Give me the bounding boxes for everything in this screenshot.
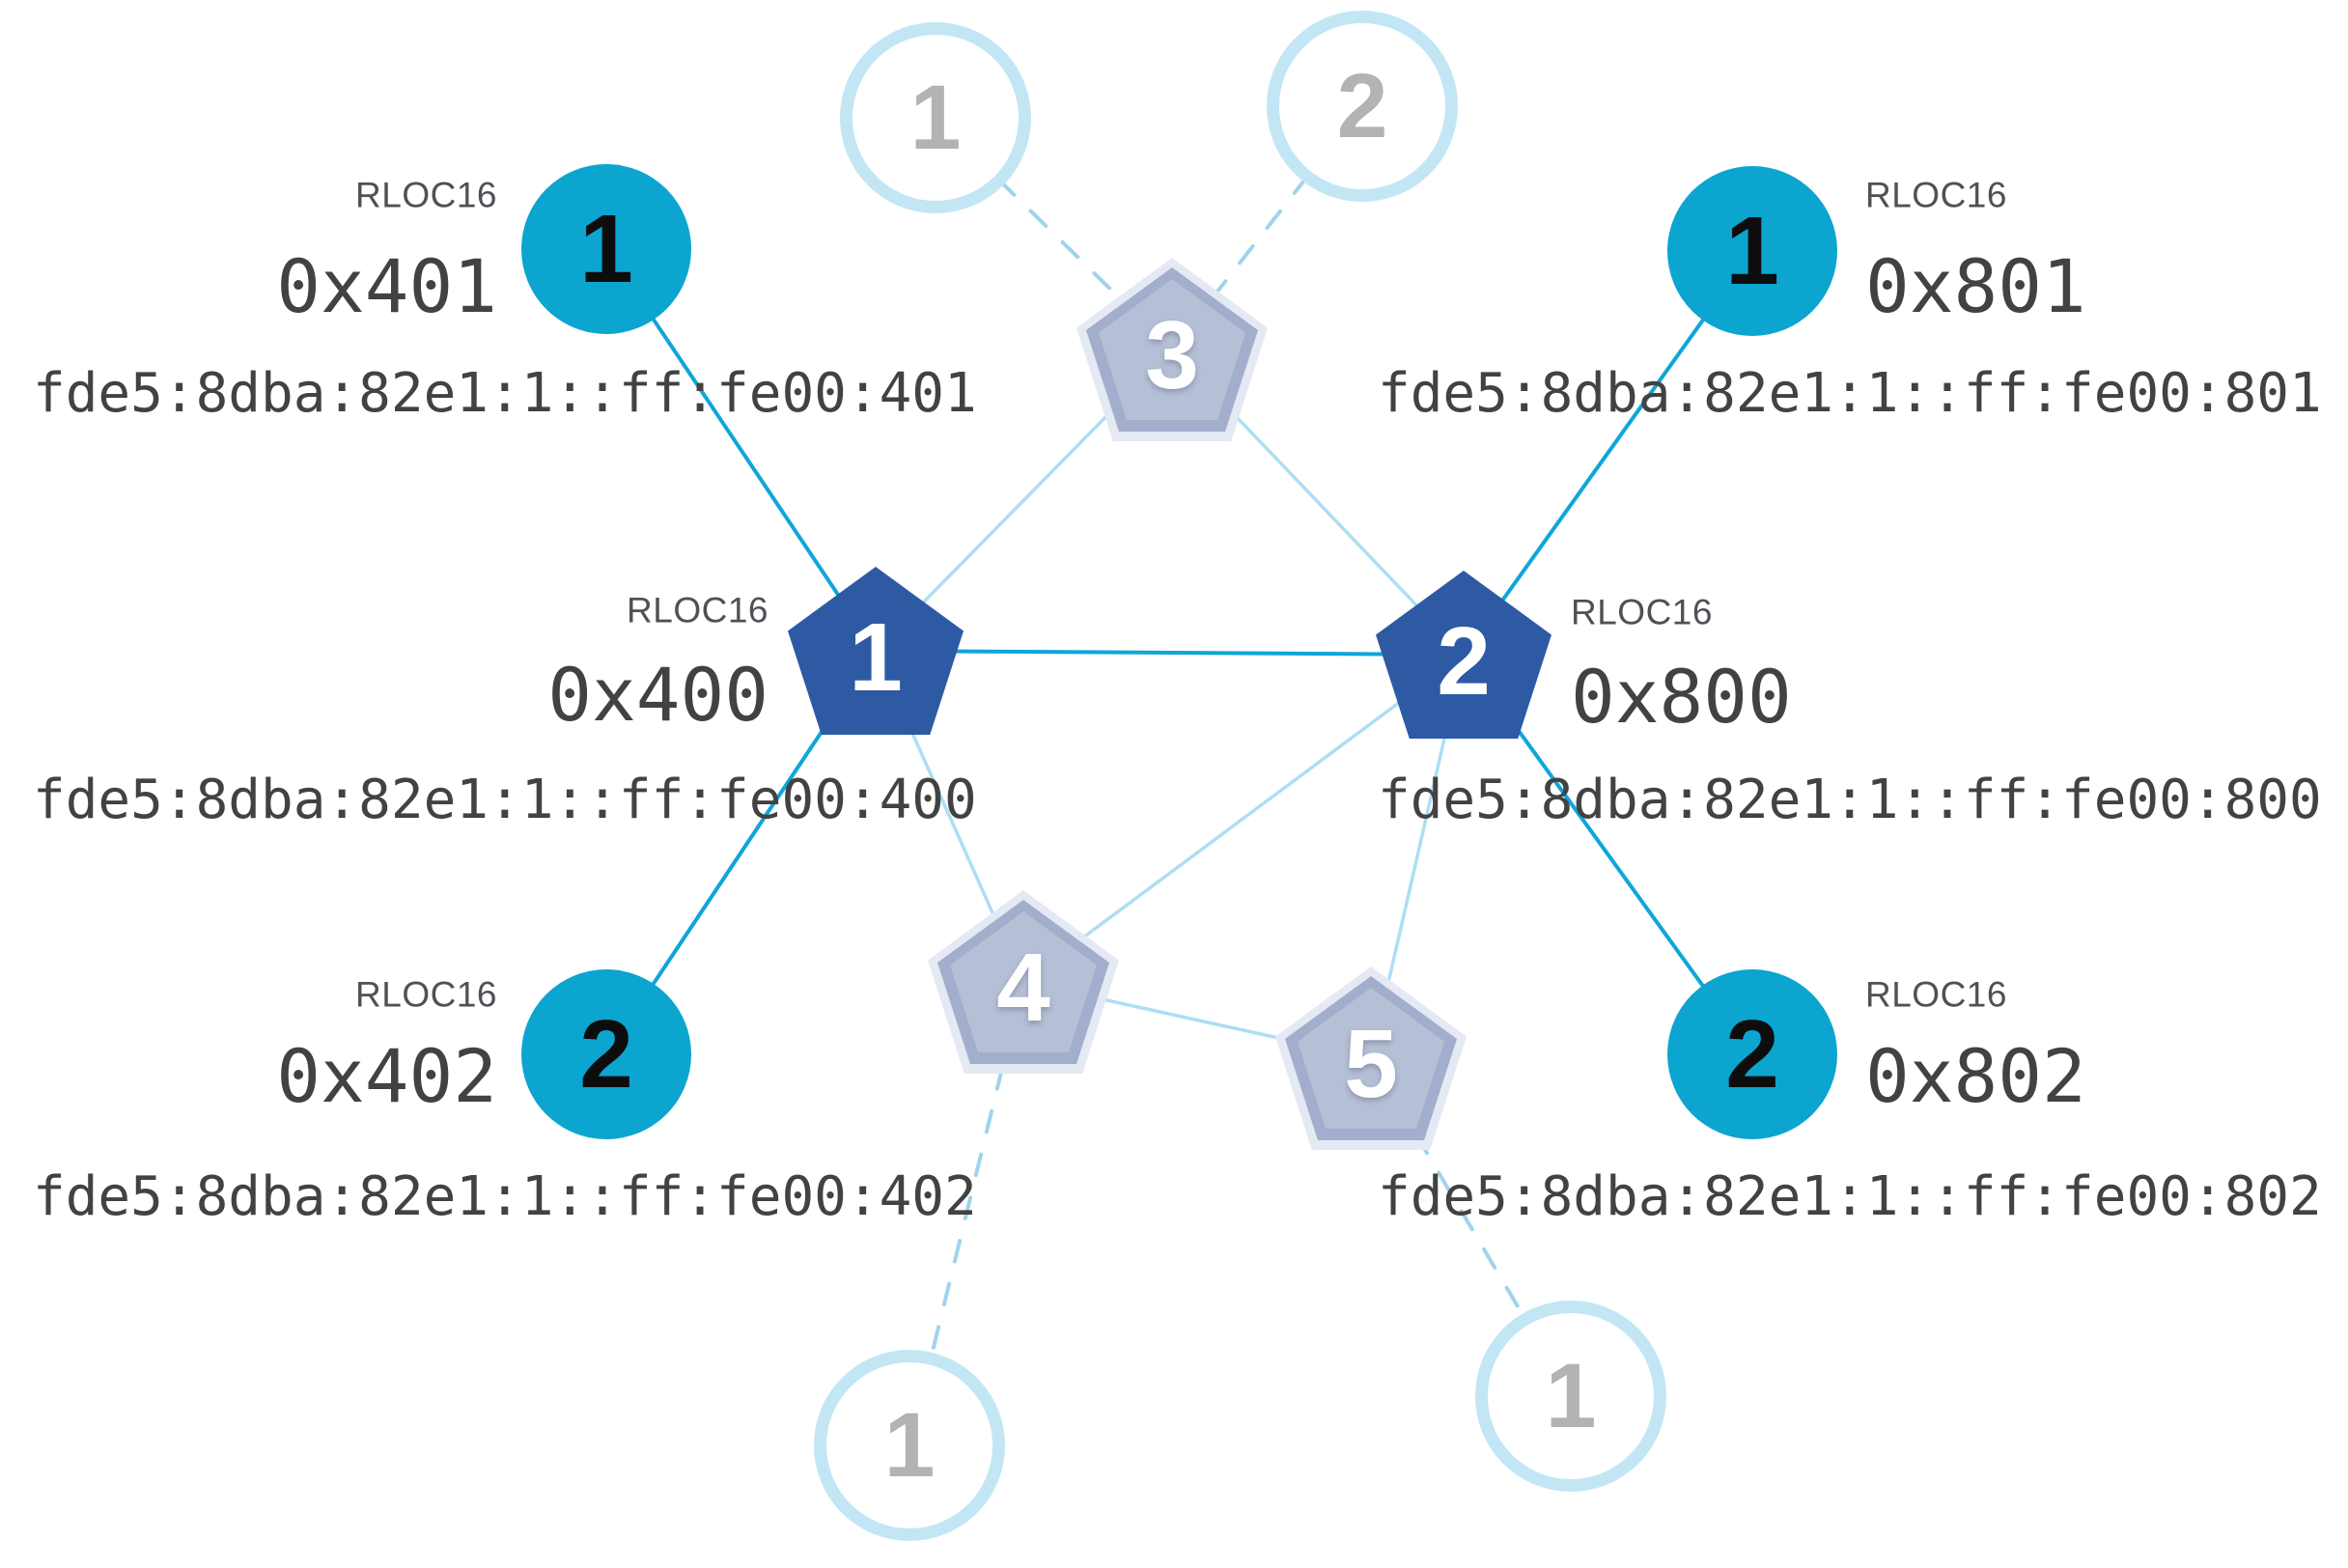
inactive-router-5-halo: 5 <box>1275 966 1467 1150</box>
inactive-router-5-number: 5 <box>1344 1010 1398 1118</box>
end-device-802[interactable]: 2 <box>1667 969 1837 1139</box>
rloc16-caption-801: RLOC16 <box>1865 175 2007 215</box>
inactive-router-5[interactable]: 5 <box>1275 966 1467 1150</box>
ipv6-address-401: fde5:8dba:82e1:1::ff:fe00:401 <box>33 362 977 425</box>
rloc16-caption-800: RLOC16 <box>1571 592 1713 632</box>
end-device-401-number: 1 <box>579 195 633 303</box>
rloc16-value-401: 0x401 <box>276 243 497 329</box>
end-device-402[interactable]: 2 <box>521 969 691 1139</box>
rloc16-value-402: 0x402 <box>276 1033 497 1119</box>
rloc16-value-801: 0x801 <box>1865 243 2086 329</box>
ipv6-address-402: fde5:8dba:82e1:1::ff:fe00:402 <box>33 1165 977 1228</box>
end-device-801[interactable]: 1 <box>1667 166 1837 336</box>
rloc16-caption-401: RLOC16 <box>355 175 497 215</box>
end-device-402-number: 2 <box>579 1000 633 1108</box>
link-router2-inactive4 <box>1021 653 1466 984</box>
inactive-router-4[interactable]: 4 <box>928 890 1119 1074</box>
faded-end-device-top-2-number: 2 <box>1336 54 1388 157</box>
rloc16-caption-402: RLOC16 <box>355 974 497 1015</box>
faded-end-device-top-1[interactable]: 1 <box>840 22 1031 213</box>
link-router1-router2 <box>875 649 1465 657</box>
faded-end-device-bottom-right-number: 1 <box>1545 1344 1597 1447</box>
inactive-router-3-halo: 3 <box>1076 258 1268 441</box>
inactive-router-4-halo: 4 <box>928 890 1119 1074</box>
faded-end-device-bottom-right[interactable]: 1 <box>1475 1301 1666 1492</box>
rloc16-caption-802: RLOC16 <box>1865 974 2007 1015</box>
end-device-401[interactable]: 1 <box>521 164 691 334</box>
rloc16-caption-400: RLOC16 <box>627 590 769 630</box>
end-device-802-number: 2 <box>1725 1000 1779 1108</box>
router-2-number: 2 <box>1437 607 1491 715</box>
ipv6-address-801: fde5:8dba:82e1:1::ff:fe00:801 <box>1378 362 2322 425</box>
link-inactive4-fadedbottomleft <box>908 980 1025 1447</box>
inactive-router-3-number: 3 <box>1145 301 1199 409</box>
ipv6-address-400: fde5:8dba:82e1:1::ff:fe00:400 <box>33 769 977 831</box>
rloc16-value-802: 0x802 <box>1865 1033 2086 1119</box>
ipv6-address-800: fde5:8dba:82e1:1::ff:fe00:800 <box>1378 769 2322 831</box>
inactive-router-4-number: 4 <box>996 934 1050 1042</box>
rloc16-value-800: 0x800 <box>1571 654 1792 740</box>
end-device-801-number: 1 <box>1725 197 1779 305</box>
faded-end-device-bottom-left[interactable]: 1 <box>814 1350 1005 1541</box>
rloc16-value-400: 0x400 <box>547 652 769 738</box>
faded-end-device-top-2[interactable]: 2 <box>1267 11 1458 202</box>
router-1-number: 1 <box>849 603 903 712</box>
faded-end-device-bottom-left-number: 1 <box>883 1393 936 1497</box>
ipv6-address-802: fde5:8dba:82e1:1::ff:fe00:802 <box>1378 1165 2322 1228</box>
inactive-router-3[interactable]: 3 <box>1076 258 1268 441</box>
faded-end-device-top-1-number: 1 <box>909 66 962 169</box>
